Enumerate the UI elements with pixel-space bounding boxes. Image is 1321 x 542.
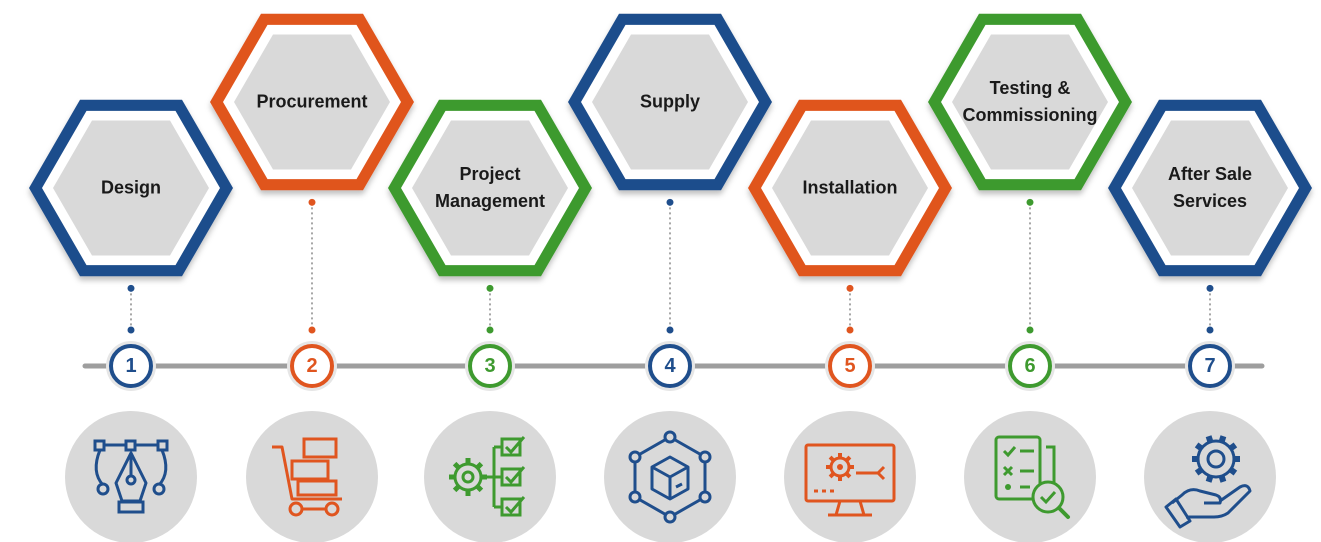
hexagon-fill xyxy=(592,34,748,170)
pen-tool-icon xyxy=(93,439,169,514)
monitor-gear-wrench-icon xyxy=(804,443,896,517)
connector-dot-bottom xyxy=(486,326,494,334)
package-network-icon xyxy=(628,430,712,524)
step-label: Design xyxy=(51,175,211,202)
connector-dot-bottom xyxy=(1026,326,1034,334)
step-number-badge: 3 xyxy=(468,344,512,388)
step-label-line: Installation xyxy=(802,177,898,198)
connector-dot-top xyxy=(666,198,674,206)
connector-dot-bottom xyxy=(846,326,854,334)
step-number-badge: 1 xyxy=(109,344,153,388)
step-6 xyxy=(928,13,1132,542)
connector-dot-top xyxy=(1026,198,1034,206)
document-checklist-search-icon xyxy=(994,435,1070,519)
step-label-line: Commissioning xyxy=(962,105,1098,125)
hexagon-fill xyxy=(234,34,390,170)
connector-dot-bottom xyxy=(308,326,316,334)
step-label: Testing & Commissioning xyxy=(950,75,1110,129)
step-number-badge: 5 xyxy=(828,344,872,388)
gear-checklist-icon xyxy=(449,436,526,517)
step-label-line: Project xyxy=(459,164,521,184)
step-1 xyxy=(29,99,233,542)
step-label-line: Supply xyxy=(639,91,700,112)
step-number-badge: 7 xyxy=(1188,344,1232,388)
step-label-line: Management xyxy=(434,191,546,211)
connector-dot-top xyxy=(308,198,316,206)
hexagon-fill xyxy=(952,34,1108,170)
step-number-badge: 2 xyxy=(290,344,334,388)
hexagon-fill xyxy=(53,120,209,256)
step-label-line: Design xyxy=(100,177,161,198)
connector-dot-top xyxy=(846,284,854,292)
hexagon-fill xyxy=(1132,120,1288,256)
step-label: Procurement xyxy=(232,89,392,116)
hexagon-fill xyxy=(412,120,568,256)
step-2 xyxy=(210,13,414,542)
connector-dot-bottom xyxy=(127,326,135,334)
connector-dot-top xyxy=(486,284,494,292)
icon-background xyxy=(964,411,1096,542)
shopping-cart-icon xyxy=(272,437,342,517)
hexagon-fill xyxy=(772,120,928,256)
hand-gear-icon xyxy=(1164,435,1252,529)
connector-dot-top xyxy=(127,284,135,292)
step-7 xyxy=(1108,99,1312,542)
step-number-badge: 4 xyxy=(648,344,692,388)
step-label-line: Services xyxy=(1172,191,1248,211)
connector-dot-top xyxy=(1206,284,1214,292)
step-3 xyxy=(388,99,592,542)
step-label: Installation xyxy=(770,175,930,202)
step-label-line: After Sale xyxy=(1167,164,1253,184)
connector-dot-bottom xyxy=(1206,326,1214,334)
step-number-badge: 6 xyxy=(1008,344,1052,388)
icon-background xyxy=(246,411,378,542)
step-label-line: Testing & xyxy=(989,78,1071,98)
step-5 xyxy=(748,99,952,542)
step-4 xyxy=(568,13,772,542)
step-label-line: Procurement xyxy=(256,91,368,112)
step-label: Supply xyxy=(590,89,750,116)
connector-dot-bottom xyxy=(666,326,674,334)
